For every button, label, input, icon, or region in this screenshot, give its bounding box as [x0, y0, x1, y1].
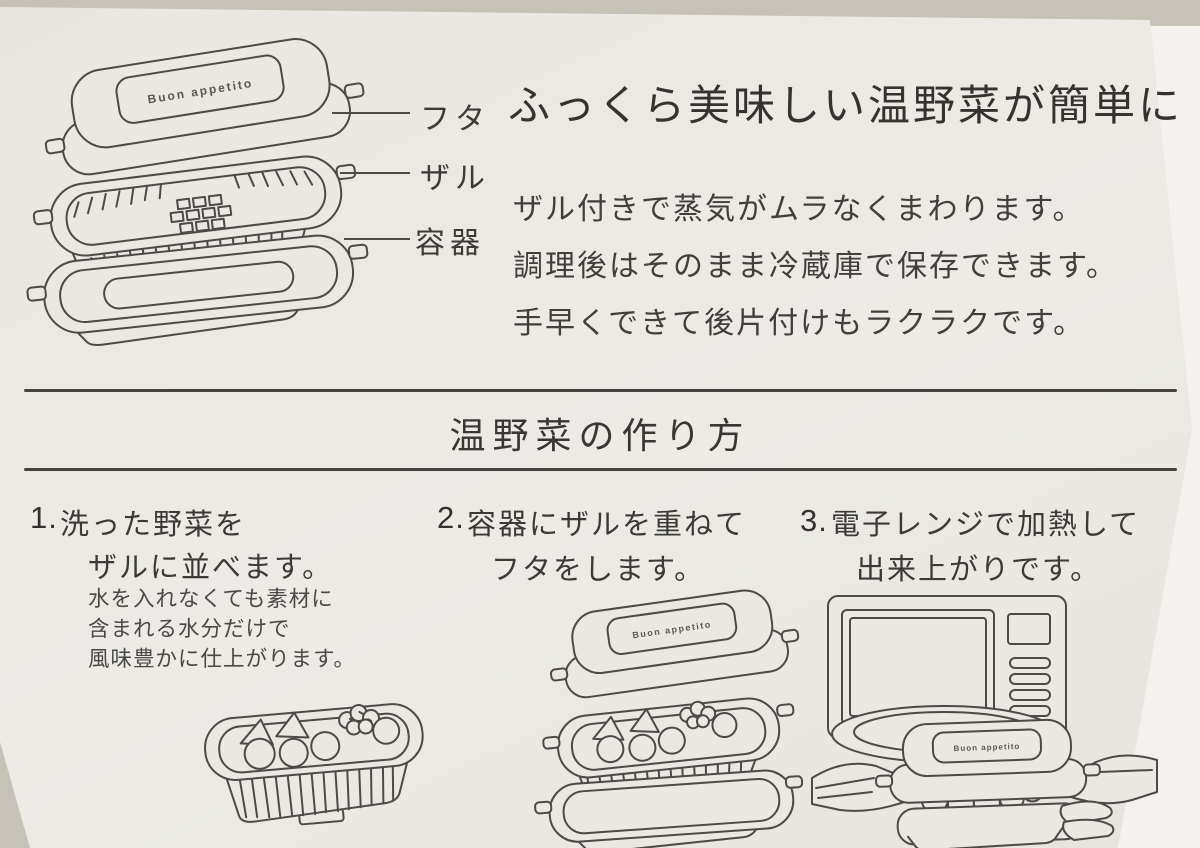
section-rule-top	[24, 389, 1177, 392]
microwave-drawing	[827, 595, 1067, 739]
step1-line2: ザルに並べます。	[88, 552, 334, 584]
exploded-parts-illustration: Buon appetito	[26, 38, 369, 346]
container-drawing	[26, 234, 369, 346]
step1-number: 1.	[30, 500, 58, 535]
step1-note: 水を入れなくても素材に 含まれる水分だけで 風味豊かに仕上がります。	[88, 584, 356, 674]
step3-illustration-microwave-heating: Buon appetito	[811, 595, 1158, 848]
part-label-lid: フタ	[420, 103, 490, 136]
step3-line1: 電子レンジで加熱して	[831, 509, 1141, 541]
step1-note-line2: 含まれる水分だけで	[88, 617, 291, 641]
headline: ふっくら美味しい温野菜が簡単に	[508, 82, 1184, 129]
step3-number: 3.	[800, 503, 828, 538]
leader-line-container	[344, 238, 410, 240]
step2-illustration-strainer-in-container-with-lid: Buon appetito	[534, 589, 804, 848]
step1-illustration-vegetables-in-strainer	[204, 703, 424, 826]
section-title: 温野菜の作り方	[449, 415, 751, 456]
leader-line-strainer	[340, 172, 410, 174]
intro-line-3: 手早くできて後片付けもラクラクです。	[513, 307, 1086, 340]
leader-line-lid	[332, 112, 410, 114]
step1-note-line3: 風味豊かに仕上がります。	[88, 647, 356, 671]
step3-line2: 出来上がりです。	[856, 554, 1102, 586]
part-label-strainer: ザル	[420, 162, 490, 195]
lid-drawing: Buon appetito	[44, 38, 365, 176]
step2-line2: フタをします。	[491, 554, 706, 586]
part-label-container: 容器	[415, 227, 485, 260]
section-rule-bottom	[24, 468, 1177, 471]
step1-note-line1: 水を入れなくても素材に	[88, 587, 334, 611]
lid-print-text: Buon appetito	[953, 742, 1020, 753]
step2-number: 2.	[437, 500, 465, 535]
intro-line-2: 調理後はそのまま冷蔵庫で保存できます。	[513, 250, 1118, 283]
step2-line1: 容器にザルを重ねて	[467, 509, 747, 541]
step1-line1: 洗った野菜を	[60, 509, 247, 541]
right-thumb-drawing	[1059, 800, 1113, 825]
held-container-drawing: Buon appetito	[875, 718, 1101, 848]
intro-line-1: ザル付きで蒸気がムラなくまわります。	[513, 193, 1085, 226]
